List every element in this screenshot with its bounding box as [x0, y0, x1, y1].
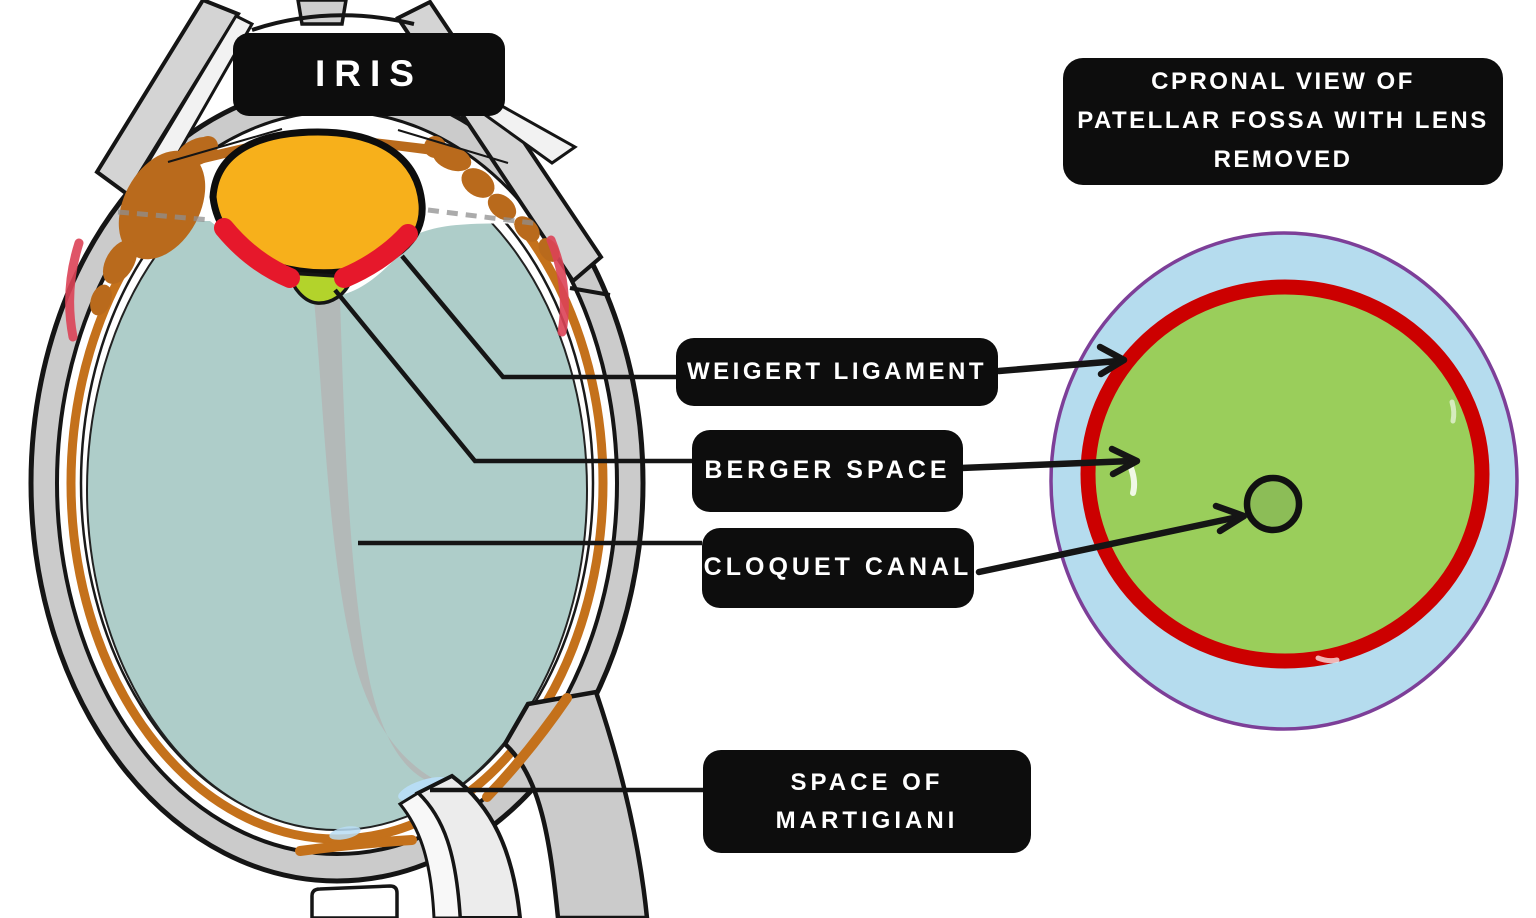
optic-nerve-core: [397, 791, 462, 918]
zonule-line-right: [397, 129, 509, 164]
coronal-white-fleck-1: [1128, 465, 1138, 496]
weigert-leader-line: [400, 254, 676, 380]
label-arrows: [957, 343, 1248, 576]
zonule-dashes-left: [117, 209, 211, 223]
berger-arrow: [957, 457, 1135, 472]
coronal-green-disc: [1080, 279, 1490, 669]
coronal-title-line1: CPRONAL VIEW OF: [1151, 68, 1415, 96]
coronal-white-fleck-3: [1449, 399, 1457, 424]
retina-red-arc-right: [546, 235, 569, 337]
berger-leader-line: [333, 288, 692, 464]
subhyaloid-fluid-patch: [329, 826, 361, 840]
choroid-bottom-segment: [295, 835, 417, 856]
weigert-label-text: WEIGERT LIGAMENT: [687, 358, 987, 385]
space-of-martigiani-label: SPACE OF MARTIGIANI: [703, 750, 1031, 853]
weigert-arrowhead: [1096, 343, 1128, 378]
zonule-line-left: [167, 128, 283, 163]
berger-label-text: BERGER SPACE: [704, 456, 951, 485]
coronal-view: [1049, 231, 1519, 731]
choroid-nerve-segment: [482, 693, 572, 802]
weigert-ligament-label: WEIGERT LIGAMENT: [676, 338, 998, 406]
cloquet-label-text: CLOQUET CANAL: [703, 553, 973, 582]
sclera-tick-line: [569, 286, 611, 297]
weigert-arrow: [995, 357, 1122, 375]
berger-arrowhead: [1108, 445, 1141, 478]
weigert-ligament-left-strip: [214, 218, 300, 288]
coronal-title-line2: PATELLAR FOSSA WITH LENS: [1077, 107, 1489, 135]
cloquet-arrowhead: [1212, 502, 1248, 535]
nerve-foot-white: [310, 884, 399, 918]
coronal-white-fleck-2: [1315, 655, 1340, 664]
top-tendon: [296, 0, 348, 26]
top-outline-arc: [251, 13, 415, 32]
martigiani-label-line2: MARTIGIANI: [775, 806, 959, 834]
iris-label-text: IRIS: [315, 53, 423, 95]
cloquet-canal-opening: [1243, 474, 1303, 534]
retina-red-arc-left: [65, 238, 84, 342]
cloquet-canal-label: CLOQUET CANAL: [702, 528, 974, 608]
iris-label: IRIS: [233, 33, 505, 116]
weigert-ligament-right-strip: [334, 224, 418, 288]
martigiani-label-line1: SPACE OF: [790, 769, 944, 797]
coronal-title-line3: REMOVED: [1213, 145, 1353, 173]
leader-lines: [333, 254, 703, 793]
optic-nerve-sheath: [502, 689, 650, 918]
cloquet-canal-shape: [314, 299, 444, 786]
coronal-view-title: CPRONAL VIEW OF PATELLAR FOSSA WITH LENS…: [1063, 58, 1503, 185]
cloquet-arrow: [975, 513, 1242, 576]
berger-space-label: BERGER SPACE: [692, 430, 963, 512]
